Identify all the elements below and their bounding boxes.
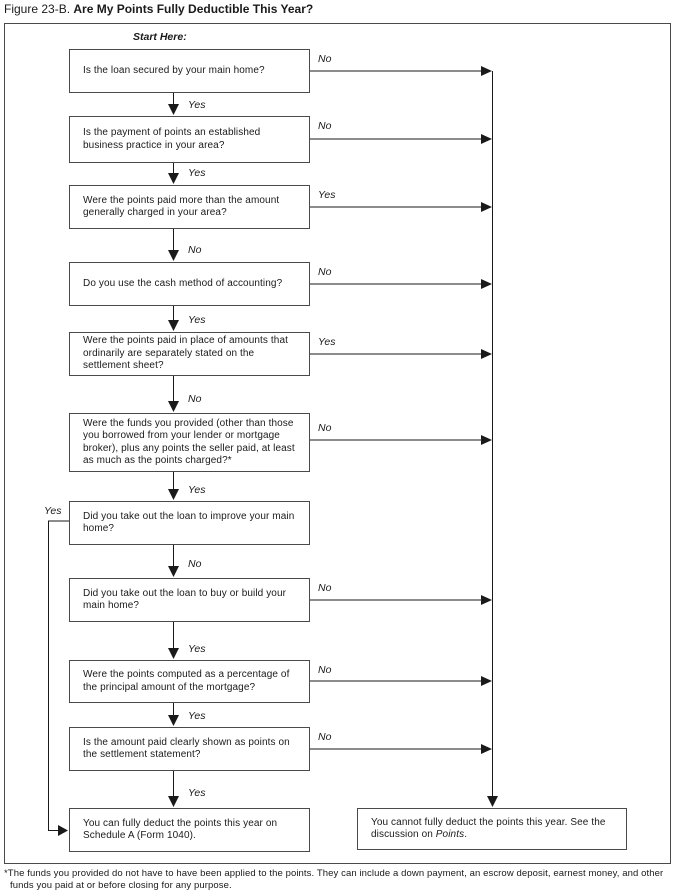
edge-label-q7-yes: Yes: [44, 505, 62, 517]
question-box-funds-provided: Were the funds you provided (other than …: [69, 413, 310, 472]
figure-number: Figure 23-B.: [4, 2, 71, 16]
edge-label-q6-no: No: [318, 422, 332, 434]
edge-label-q3-no: No: [188, 244, 202, 256]
flowchart-border: [4, 23, 671, 864]
question-box-loan-secured: Is the loan secured by your main home?: [69, 49, 310, 93]
not-deductible-text: You cannot fully deduct the points this …: [371, 816, 606, 841]
footnote-line2: funds you paid at or before closing for …: [10, 879, 232, 891]
result-box-not-deductible: You cannot fully deduct the points this …: [357, 808, 627, 850]
edge-label-q8-yes: Yes: [188, 643, 206, 655]
edge-label-q1-no: No: [318, 53, 332, 65]
figure-heading: Are My Points Fully Deductible This Year…: [73, 2, 314, 16]
edge-label-q2-no: No: [318, 120, 332, 132]
edge-label-q2-yes: Yes: [188, 167, 206, 179]
edge-label-q3-yes: Yes: [318, 189, 336, 201]
question-box-buy-build-home: Did you take out the loan to buy or buil…: [69, 578, 310, 622]
question-box-in-place-of-amounts: Were the points paid in place of amounts…: [69, 332, 310, 376]
edge-label-q9-yes: Yes: [188, 710, 206, 722]
edge-label-q6-yes: Yes: [188, 484, 206, 496]
points-reference: Points: [435, 829, 465, 840]
edge-label-q9-no: No: [318, 664, 332, 676]
edge-label-q4-yes: Yes: [188, 314, 206, 326]
footnote-line1: *The funds you provided do not have to h…: [4, 868, 664, 879]
edge-label-q1-yes: Yes: [188, 99, 206, 111]
result-box-deductible: You can fully deduct the points this yea…: [69, 808, 310, 852]
footnote: *The funds you provided do not have to h…: [4, 868, 672, 891]
edge-label-q10-yes: Yes: [188, 787, 206, 799]
edge-label-q8-no: No: [318, 582, 332, 594]
not-deductible-period: .: [464, 829, 468, 840]
question-box-established-practice: Is the payment of points an established …: [69, 116, 310, 163]
question-box-percentage-principal: Were the points computed as a percentage…: [69, 660, 310, 703]
question-box-shown-on-statement: Is the amount paid clearly shown as poin…: [69, 727, 310, 771]
edge-label-q5-no: No: [188, 393, 202, 405]
question-box-cash-method: Do you use the cash method of accounting…: [69, 262, 310, 306]
start-here-label: Start Here:: [133, 31, 187, 43]
edge-label-q10-no: No: [318, 731, 332, 743]
edge-label-q7-no: No: [188, 558, 202, 570]
question-box-more-than-charged: Were the points paid more than the amoun…: [69, 185, 310, 229]
edge-label-q5-yes: Yes: [318, 336, 336, 348]
question-box-improve-home: Did you take out the loan to improve you…: [69, 501, 310, 545]
figure-title: Figure 23-B. Are My Points Fully Deducti…: [4, 2, 313, 16]
edge-label-q4-no: No: [318, 266, 332, 278]
